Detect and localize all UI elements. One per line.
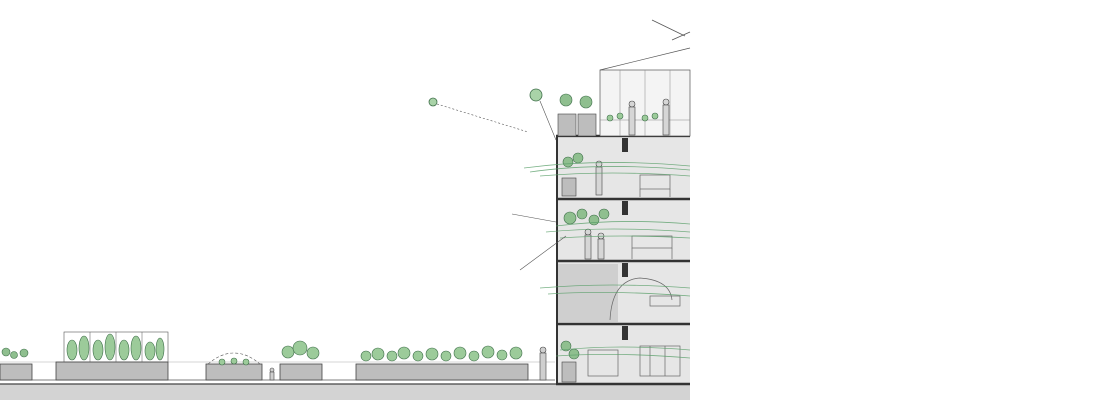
planter-greenhouse bbox=[55, 331, 169, 381]
planter-shrubs bbox=[279, 340, 323, 381]
building-section bbox=[556, 19, 691, 386]
planter-far-left bbox=[0, 347, 33, 381]
planter-long bbox=[355, 345, 529, 381]
airflow-lines bbox=[523, 162, 691, 359]
planter-dome bbox=[205, 352, 263, 381]
pedestrian-figures bbox=[269, 346, 547, 381]
callout-markers bbox=[428, 88, 567, 271]
rooftop-greenhouse bbox=[557, 19, 691, 137]
